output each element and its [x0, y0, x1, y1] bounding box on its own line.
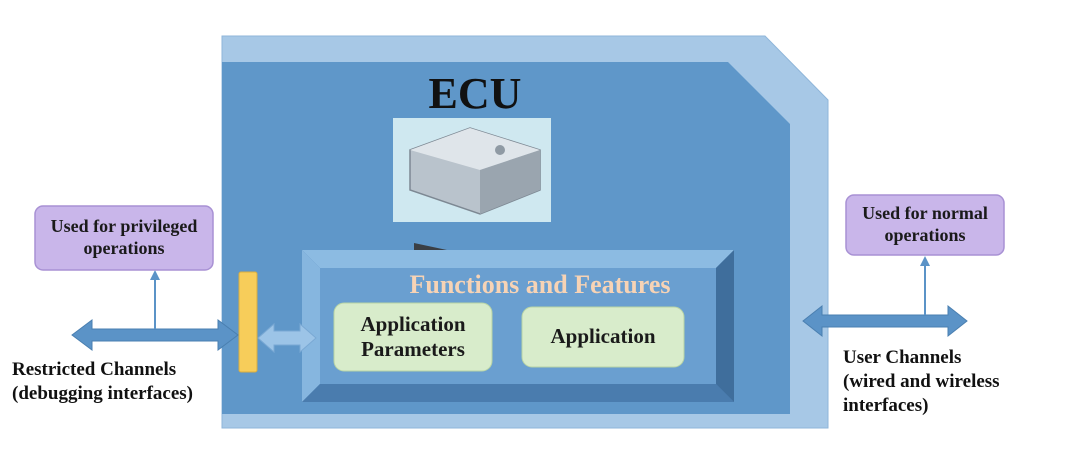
normal-link-arrowhead — [920, 256, 930, 266]
user-channel-arrow — [802, 304, 968, 338]
user-channels-caption: User Channels (wired and wireless interf… — [843, 346, 1000, 417]
application-parameters-line2: Parameters — [361, 337, 465, 361]
application-block — [521, 306, 685, 368]
privileged-note-text: Used for privileged operations — [35, 206, 213, 270]
normal-note-text: Used for normal operations — [846, 195, 1004, 255]
user-channels-line1: User Channels — [843, 347, 962, 368]
functions-features-title: Functions and Features — [409, 270, 671, 299]
restricted-channels-line2: (debugging interfaces) — [12, 382, 194, 404]
application-label: Application — [550, 324, 656, 349]
restricted-channels-caption: Restricted Channels (debugging interface… — [12, 358, 193, 406]
normal-note-line1: Used for normal — [862, 203, 988, 224]
privileged-note-line1: Used for privileged — [50, 216, 198, 237]
bridge-to-functions-arrow — [257, 322, 317, 354]
restricted-channels-line1: Restricted Channels — [12, 359, 177, 380]
application-parameters-block — [333, 302, 493, 372]
ecu-title: ECU — [428, 69, 522, 118]
application-parameters-line1: Application — [360, 311, 466, 336]
application-parameters-label: Application Parameters — [334, 303, 492, 371]
debug-bridge-bar — [238, 271, 258, 373]
user-channels-line2: (wired and wireless — [843, 370, 1000, 392]
privileged-link-arrowhead — [150, 270, 160, 280]
privileged-note-box — [34, 205, 214, 271]
normal-note-box — [845, 194, 1005, 256]
user-channels-line3: interfaces) — [843, 394, 929, 416]
restricted-channel-arrow — [71, 319, 239, 351]
normal-note-line2: operations — [884, 225, 966, 245]
privileged-note-line2: operations — [83, 238, 165, 258]
